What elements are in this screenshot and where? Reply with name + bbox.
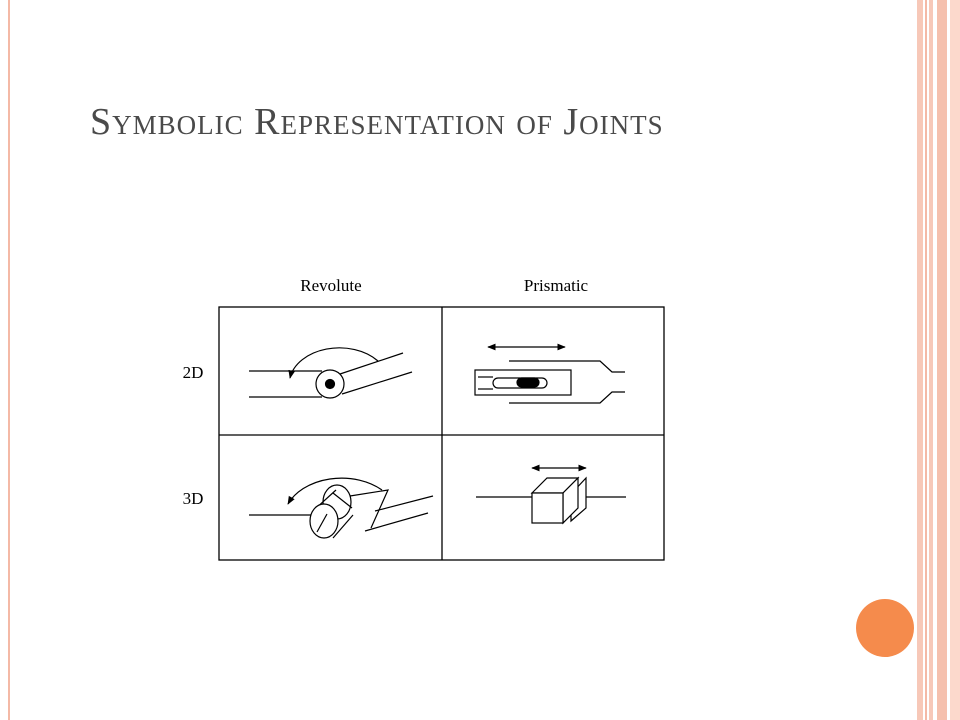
- revolute-2d-symbol: [249, 347, 413, 399]
- revolute-3d-symbol: [249, 477, 434, 539]
- grid: [218, 306, 665, 561]
- prismatic-3d-symbol: [476, 464, 626, 525]
- row-header-2d: 2D: [183, 363, 204, 382]
- slide-left-border: [8, 0, 10, 720]
- slide-right-stripes: [917, 0, 960, 720]
- row-header-3d: 3D: [183, 489, 204, 508]
- accent-circle: [856, 599, 914, 657]
- joints-diagram: Revolute Prismatic 2D 3D: [183, 276, 665, 561]
- slide-title: Symbolic Representation of Joints: [90, 101, 664, 143]
- column-header-prismatic: Prismatic: [524, 276, 589, 295]
- prismatic-2d-symbol: [474, 343, 625, 404]
- column-header-revolute: Revolute: [300, 276, 361, 295]
